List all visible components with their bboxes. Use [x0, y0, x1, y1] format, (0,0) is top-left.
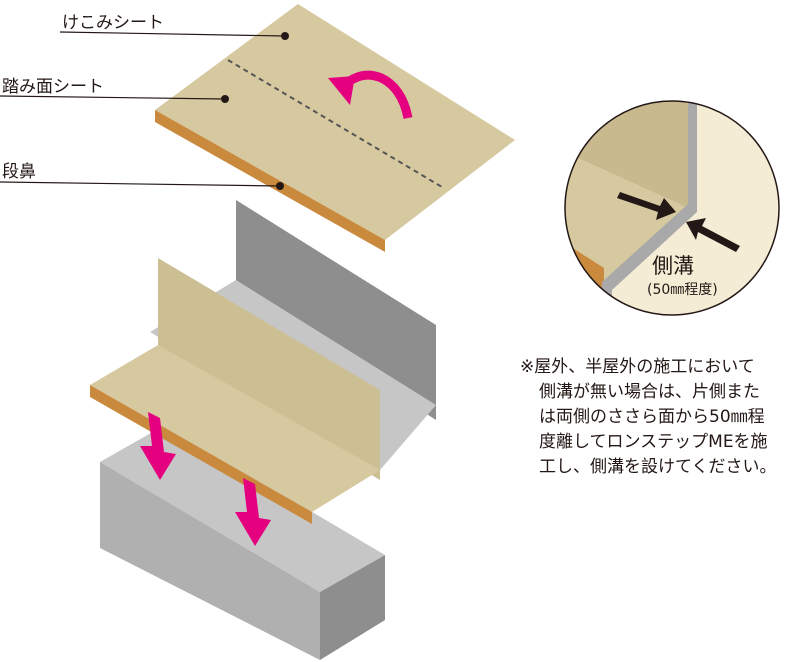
loose-sheet: [155, 4, 515, 252]
fold-arrowhead: [328, 76, 355, 105]
installation-note: ※屋外、半屋外の施工において 側溝が無い場合は、片側また は両側のささら面から5…: [520, 355, 777, 480]
sheet-surface: [155, 4, 515, 240]
sheet-nosing: [155, 110, 385, 252]
lower-riser-side: [320, 555, 385, 660]
label-riser-sheet: けこみシート: [62, 13, 164, 33]
lower-tread: [100, 425, 385, 592]
installed-riser: [158, 258, 380, 480]
upper-riser-side: [236, 200, 436, 420]
arrow-down-icon: [140, 412, 176, 480]
installed-tread: [90, 345, 380, 512]
note-line: 工し、側溝を設けてください。: [539, 457, 777, 477]
note-line: は両側のささら面から50㎜程: [539, 407, 765, 427]
place-arrows: [140, 412, 271, 546]
note-line: 側溝が無い場合は、片側また: [539, 382, 760, 402]
groove-subtitle: (50㎜程度): [647, 282, 718, 298]
installed-sheet: [90, 258, 380, 524]
lower-riser-front: [100, 462, 320, 660]
groove-title: 側溝: [652, 254, 694, 278]
note-line: 度離してロンステップMEを施: [539, 432, 768, 452]
groove-detail: [565, 101, 779, 315]
installed-nosing: [90, 385, 312, 524]
note-line: ※屋外、半屋外の施工において: [520, 357, 755, 377]
leader-lines: [0, 31, 286, 187]
label-nosing: 段鼻: [2, 162, 36, 182]
fold-line: [227, 59, 443, 188]
label-tread-sheet: 踏み面シート: [2, 77, 104, 97]
arrow-down-icon: [235, 478, 271, 546]
